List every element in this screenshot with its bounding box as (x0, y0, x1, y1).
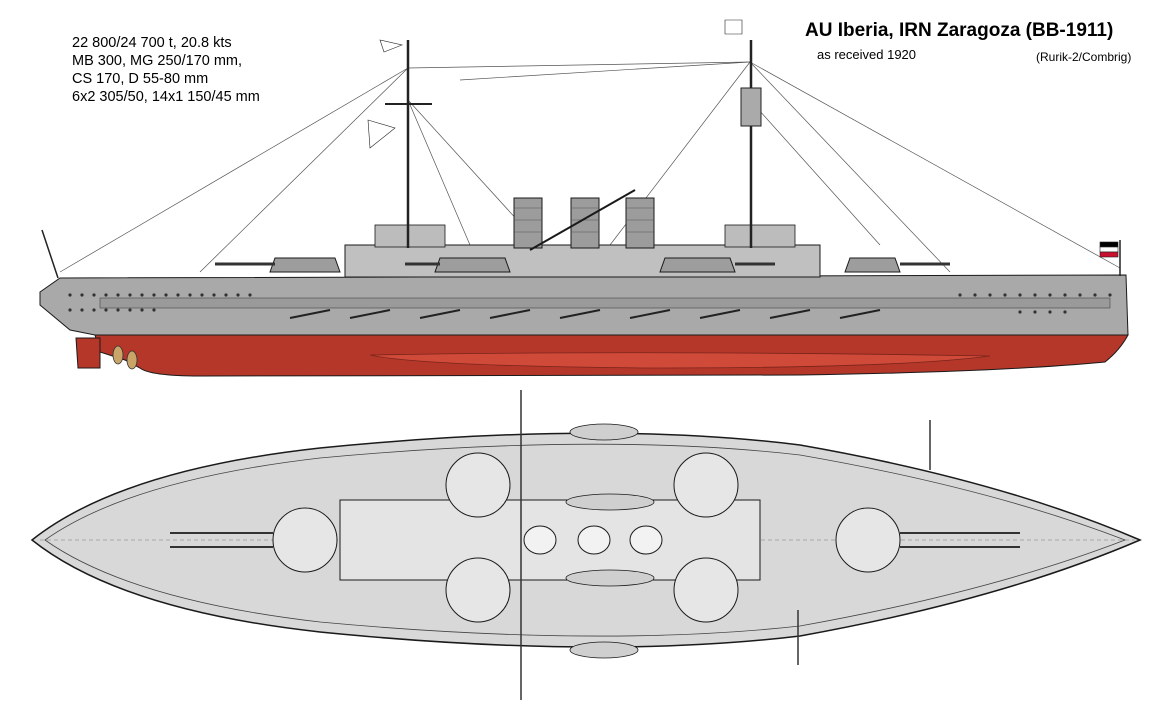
turrets-plan (272, 452, 901, 623)
armor-belt (99, 297, 1111, 309)
mainmast-top (740, 87, 762, 127)
drawing-title: AU Iberia, IRN Zaragoza (BB-1911) (805, 20, 1114, 41)
forward-bridge (374, 224, 446, 248)
portholes (68, 293, 1112, 314)
propellers (112, 345, 138, 370)
funnel-1 (513, 197, 543, 249)
boats-plan (565, 423, 655, 659)
superstructure-main (344, 244, 821, 278)
spec-line-armor-1: MB 300, MG 250/170 mm, (72, 53, 243, 69)
drawing-credit: (Rurik-2/Combrig) (1036, 50, 1132, 64)
specifications-block: 22 800/24 700 t, 20.8 kts MB 300, MG 250… (72, 34, 260, 106)
boat-crane (529, 189, 636, 251)
funnels-plan (523, 525, 663, 555)
casemate-guns (289, 309, 881, 319)
funnel-bands (514, 207, 654, 233)
turret-guns-plan (170, 532, 1020, 548)
spec-line-armament: 6x2 305/50, 14x1 150/45 mm (72, 89, 260, 105)
jackstaff (41, 229, 59, 279)
flags (367, 19, 1119, 258)
hull-lower-highlight (369, 352, 991, 369)
spec-line-armor-2: CS 170, D 55-80 mm (72, 71, 209, 87)
rudder (75, 337, 101, 369)
funnel-3 (625, 197, 655, 249)
drawing-subtitle: as received 1920 (817, 47, 917, 62)
aft-bridge (724, 224, 796, 248)
turrets-side (269, 257, 901, 273)
spec-line-displacement: 22 800/24 700 t, 20.8 kts (72, 35, 232, 51)
